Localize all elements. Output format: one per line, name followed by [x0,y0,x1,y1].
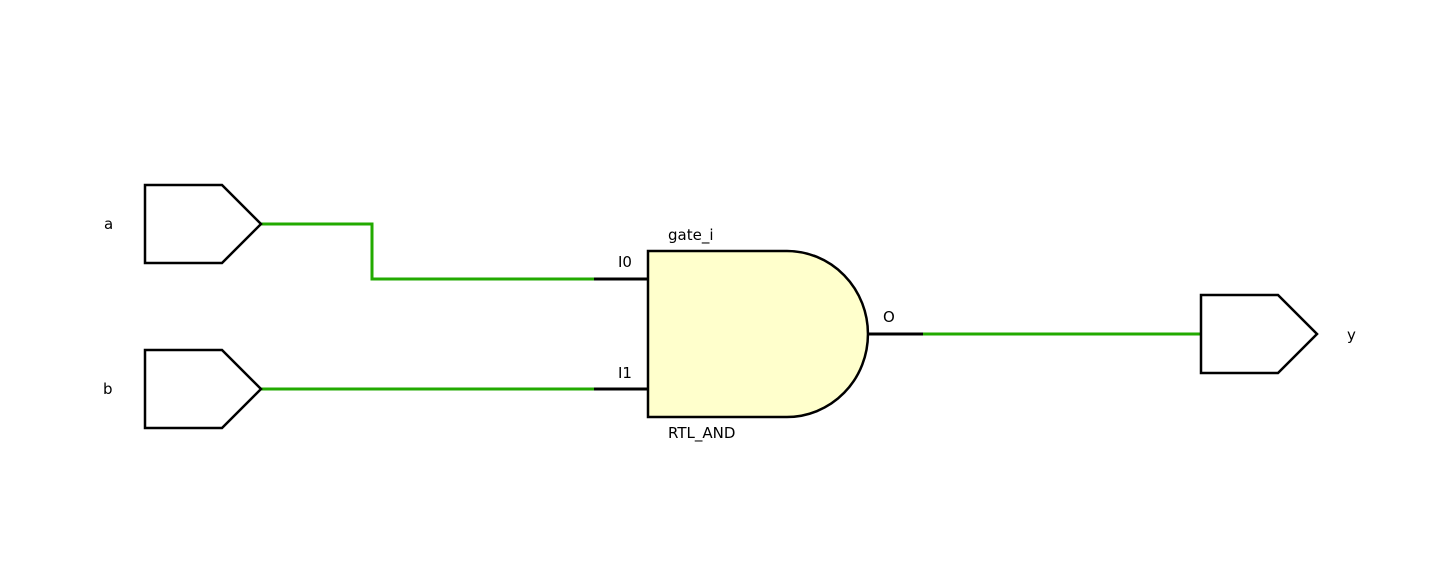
input-port-a-shape[interactable] [143,183,263,265]
net-a[interactable] [261,222,594,281]
pin-label-i1: I1 [618,364,632,382]
gate-instance-name: gate_i [668,226,714,244]
port-label-b: b [103,380,113,398]
input-port-b-shape[interactable] [143,348,263,430]
output-port-y-shape[interactable] [1199,293,1319,375]
and-gate-body[interactable] [646,249,870,419]
port-label-y: y [1347,326,1356,344]
gate-cell-type: RTL_AND [668,424,736,442]
port-label-a: a [104,215,114,233]
pin-label-o: O [883,308,895,326]
pin-label-i0: I0 [618,253,632,271]
